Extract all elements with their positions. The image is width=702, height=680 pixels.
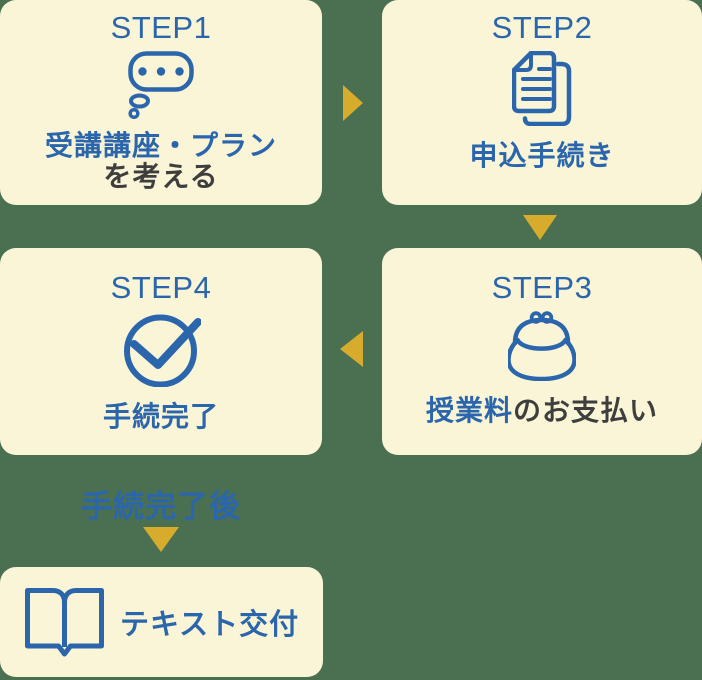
arrow-right-icon: [343, 85, 363, 121]
step3-caption: 授業料のお支払い: [426, 395, 658, 426]
open-book-icon: [25, 587, 104, 657]
after-completion-note: 手続完了後: [81, 489, 241, 524]
step3-label: STEP3: [491, 270, 593, 305]
arrow-down-icon: [523, 215, 557, 240]
arrow-down-icon: [143, 527, 179, 552]
textbook-delivery-card: テキスト交付: [0, 567, 323, 677]
step2-label: STEP2: [491, 10, 593, 45]
check-circle-icon: [121, 311, 201, 387]
step2-card: STEP2 申込手続き: [382, 0, 702, 205]
step3-card: STEP3 授業料のお支払い: [382, 248, 702, 455]
step4-label: STEP4: [110, 270, 212, 305]
step4-caption: 手続完了: [102, 401, 219, 432]
step2-caption: 申込手続き: [469, 140, 615, 171]
step1-caption-line1: 受講講座・プラン: [44, 130, 277, 161]
step1-caption: 受講講座・プラン を考える: [45, 130, 277, 192]
step1-card: STEP1 受講講座・プラン を考える: [0, 0, 322, 205]
thought-bubble-icon: [128, 51, 194, 119]
step1-caption-line2: を考える: [103, 161, 219, 192]
step3-caption-rest: のお支払い: [513, 395, 659, 426]
step4-card: STEP4 手続完了: [0, 248, 322, 455]
coin-purse-icon: [508, 311, 576, 381]
step3-caption-highlight: 授業料: [425, 395, 513, 426]
arrow-left-icon: [340, 331, 363, 367]
final-caption: テキスト交付: [120, 609, 300, 641]
step1-label: STEP1: [110, 10, 212, 45]
documents-icon: [512, 51, 572, 126]
